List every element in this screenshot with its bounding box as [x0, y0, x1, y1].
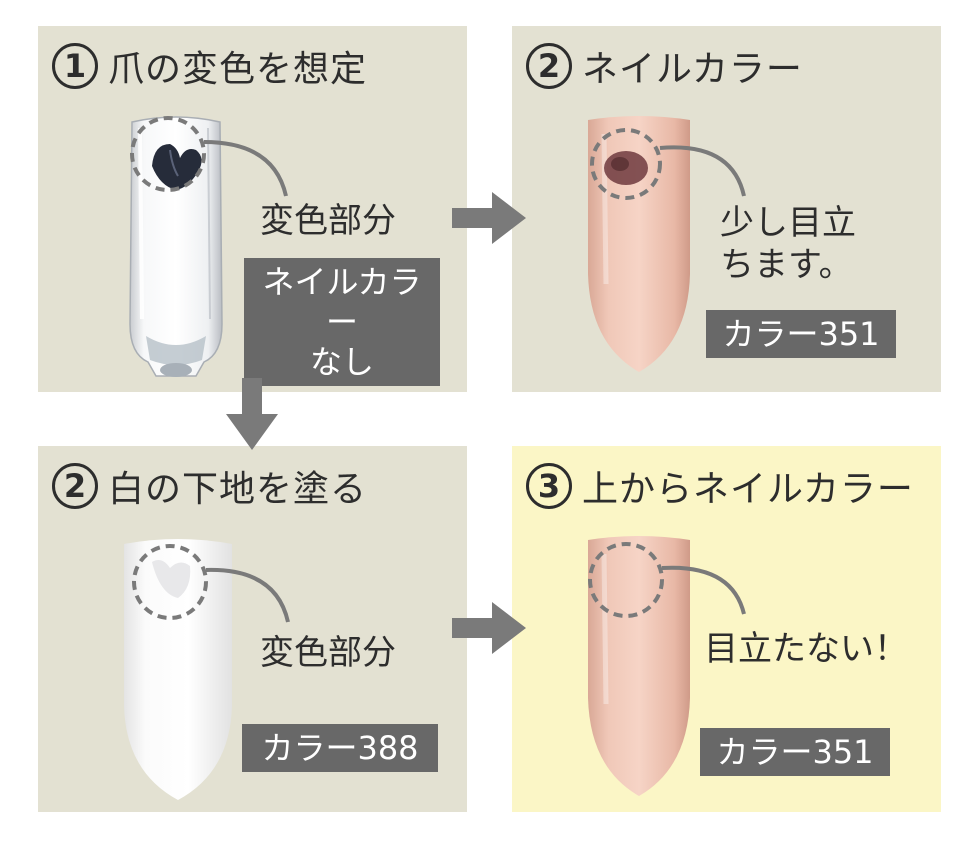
panel-title-text: 上からネイルカラー	[582, 469, 914, 510]
panel-title-text: 爪の変色を想定	[108, 49, 368, 90]
arrow-right-icon	[452, 192, 526, 244]
color-badge: カラー388	[242, 724, 438, 772]
panel-title: 1 爪の変色を想定	[52, 40, 367, 92]
visibility-label: 少し目立 ちます。	[720, 202, 856, 286]
label-line-1: 少し目立	[720, 203, 856, 243]
panel-title-text: ネイルカラー	[582, 49, 803, 90]
pink-nail-tip-image	[588, 536, 690, 796]
result-label: 目立たない！	[704, 629, 908, 669]
step-number-badge: 2	[526, 43, 572, 89]
step-number-badge: 1	[52, 43, 98, 89]
panel-step-2-white-base: 2 白の下地を塗る 変色部分 カラー388	[38, 446, 467, 812]
pink-nail-tip-image	[588, 116, 690, 372]
step-number-badge: 2	[52, 463, 98, 509]
panel-title: 3 上からネイルカラー	[526, 460, 914, 512]
white-nail-tip-image	[124, 539, 232, 800]
label-line-2: ちます。	[720, 245, 853, 285]
badge-line-2: なし	[309, 343, 374, 381]
arrow-down-icon	[226, 378, 278, 450]
color-badge: カラー351	[706, 310, 896, 358]
arrow-right-icon	[452, 602, 526, 654]
discoloration-label: 変色部分	[260, 201, 396, 241]
panel-step-3-color-over: 3 上からネイルカラー 目立たない！ カラー351	[512, 446, 941, 812]
panel-step-1: 1 爪の変色を想定 変色部分 ネイルカラー なし	[38, 26, 467, 392]
color-badge: ネイルカラー なし	[244, 258, 440, 386]
color-badge: カラー351	[700, 728, 890, 776]
panel-title: 2 白の下地を塗る	[52, 460, 367, 512]
step-number-badge: 3	[526, 463, 572, 509]
badge-line-1: ネイルカラー	[262, 263, 422, 341]
panel-step-2-color-only: 2 ネイルカラー 少し目立 ちます。 カラー351	[512, 26, 941, 392]
panel-title-text: 白の下地を塗る	[108, 469, 368, 510]
panel-title: 2 ネイルカラー	[526, 40, 803, 92]
discoloration-label: 変色部分	[260, 633, 396, 673]
clear-nail-tip-image	[129, 116, 223, 377]
